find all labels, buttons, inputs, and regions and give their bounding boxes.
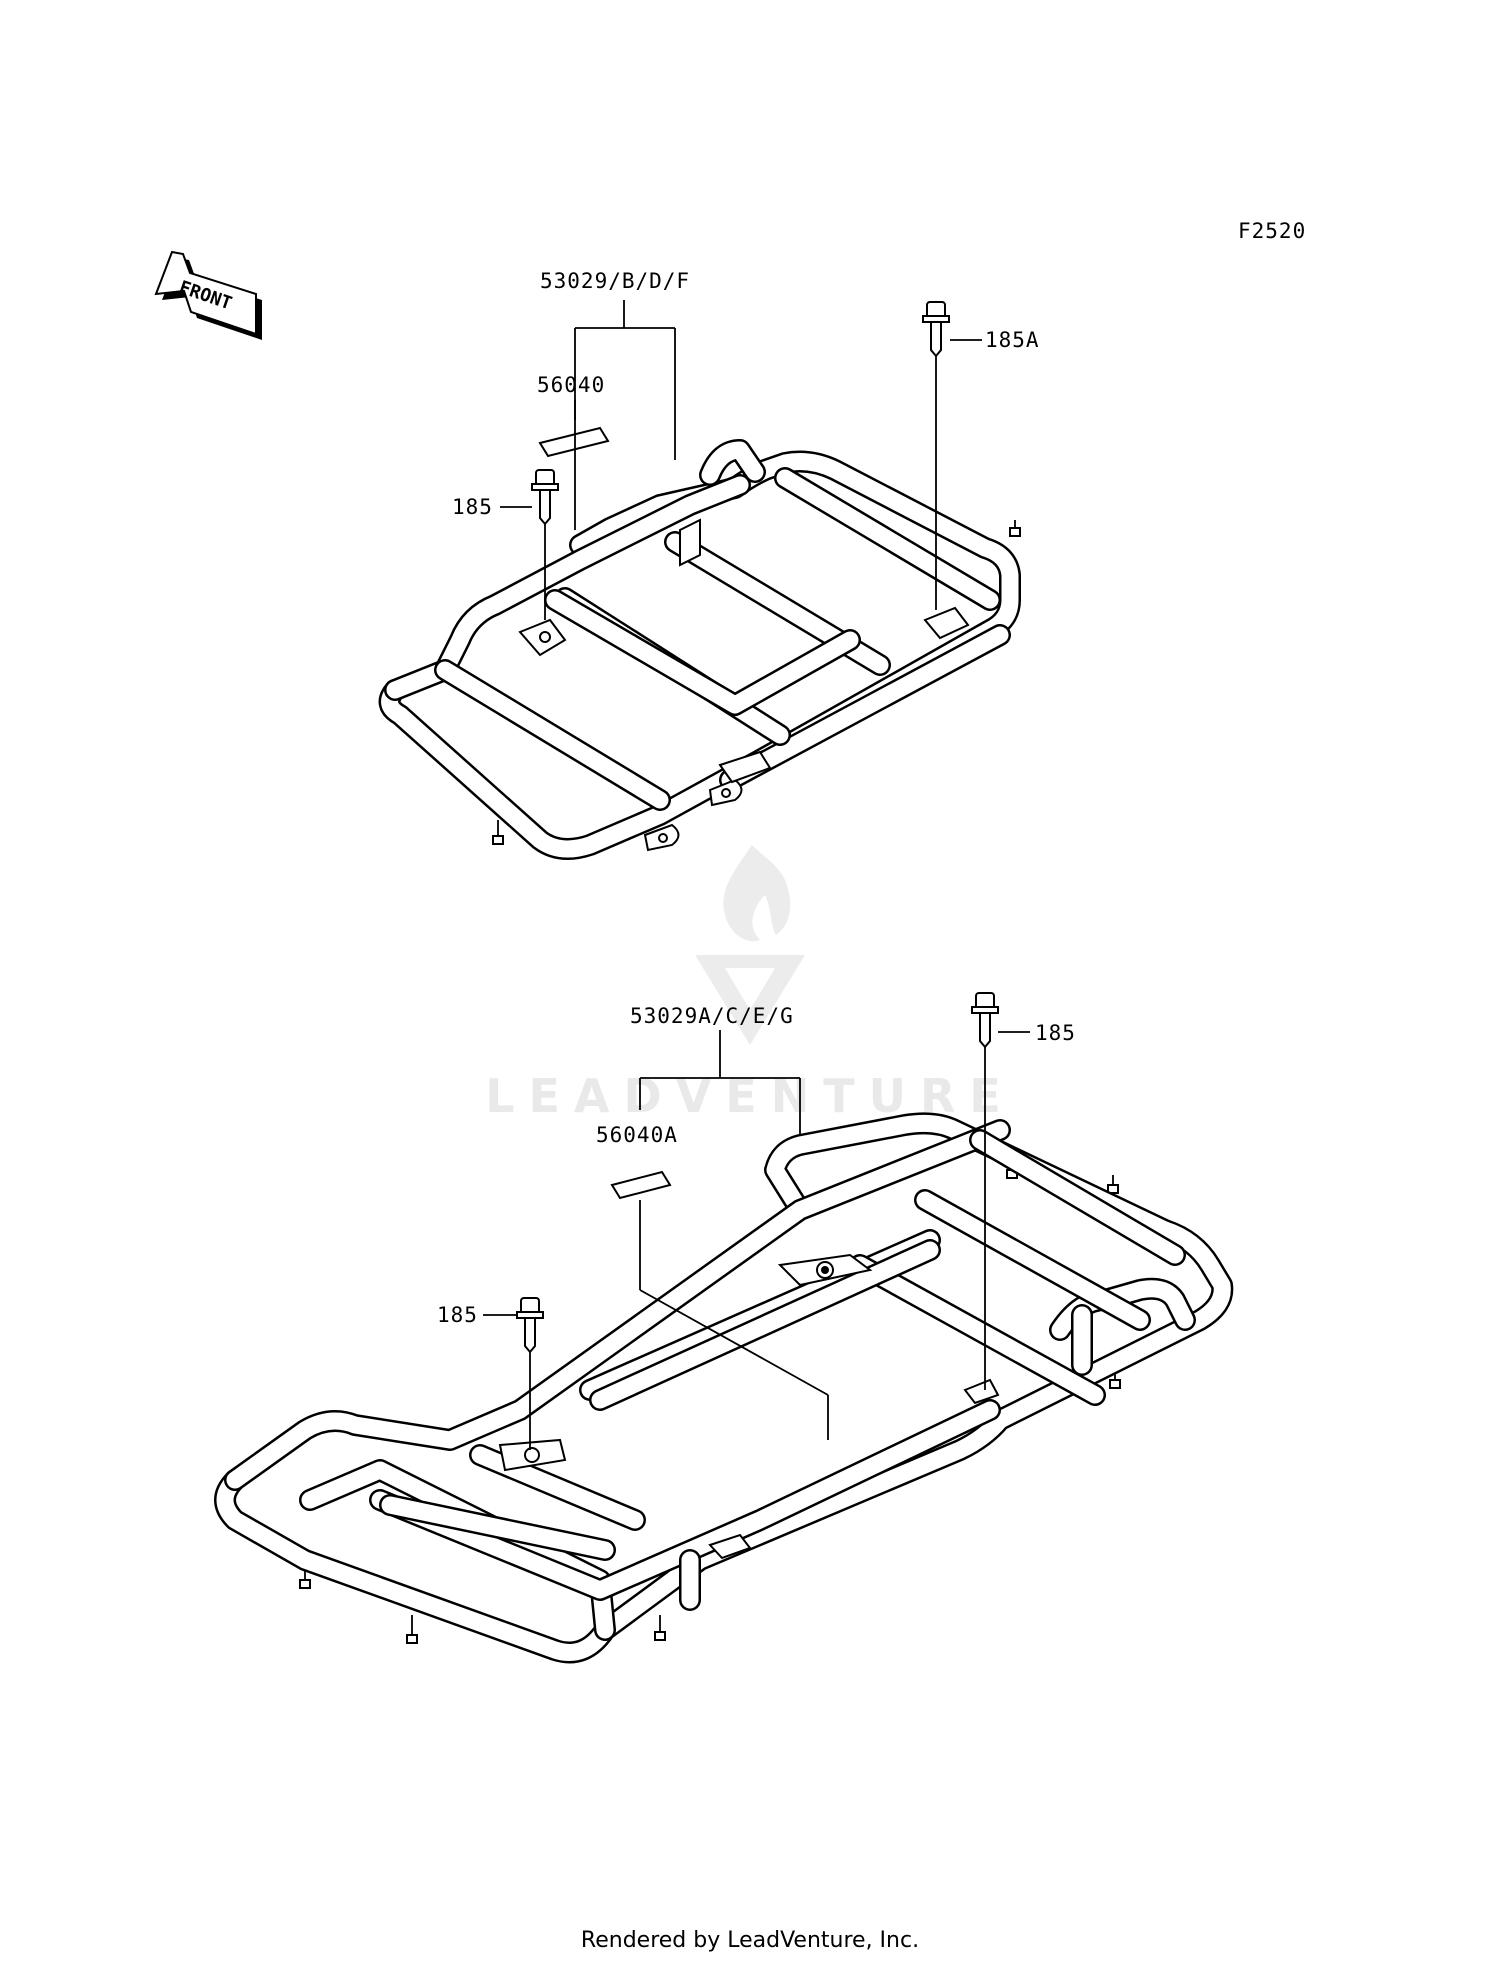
watermark-flame-icon [723,845,791,942]
upper-decal [538,426,610,458]
callout-53029-bdf: 53029/B/D/F [540,269,690,293]
callout-56040: 56040 [537,373,605,397]
lower-bolt-left-icon [516,1297,544,1450]
lower-decal [610,1170,672,1200]
callout-56040a: 56040A [596,1123,678,1147]
callout-53029a-ceg: 53029A/C/E/G [630,1004,794,1028]
upper-bolt-right-icon [922,301,950,610]
lower-bolt-right-icon [971,992,999,1390]
watermark-v-icon [695,955,805,1045]
upper-leaders [500,300,982,530]
upper-carrier [378,439,1021,860]
footer-credit: Rendered by LeadVenture, Inc. [581,1928,919,1953]
watermark: LEADVENTURE [485,845,1001,1123]
callout-upper-185: 185 [452,495,493,519]
callout-185a: 185A [985,328,1040,352]
callout-lower-185-right: 185 [1035,1021,1076,1045]
lower-leaders [483,1030,1030,1440]
lower-carrier [214,1112,1234,1664]
callout-lower-185-left: 185 [437,1303,478,1327]
front-arrow-icon: FRONT [154,250,262,340]
upper-bolt-left-icon [531,469,559,620]
diagram-code: F2520 [1238,219,1306,243]
